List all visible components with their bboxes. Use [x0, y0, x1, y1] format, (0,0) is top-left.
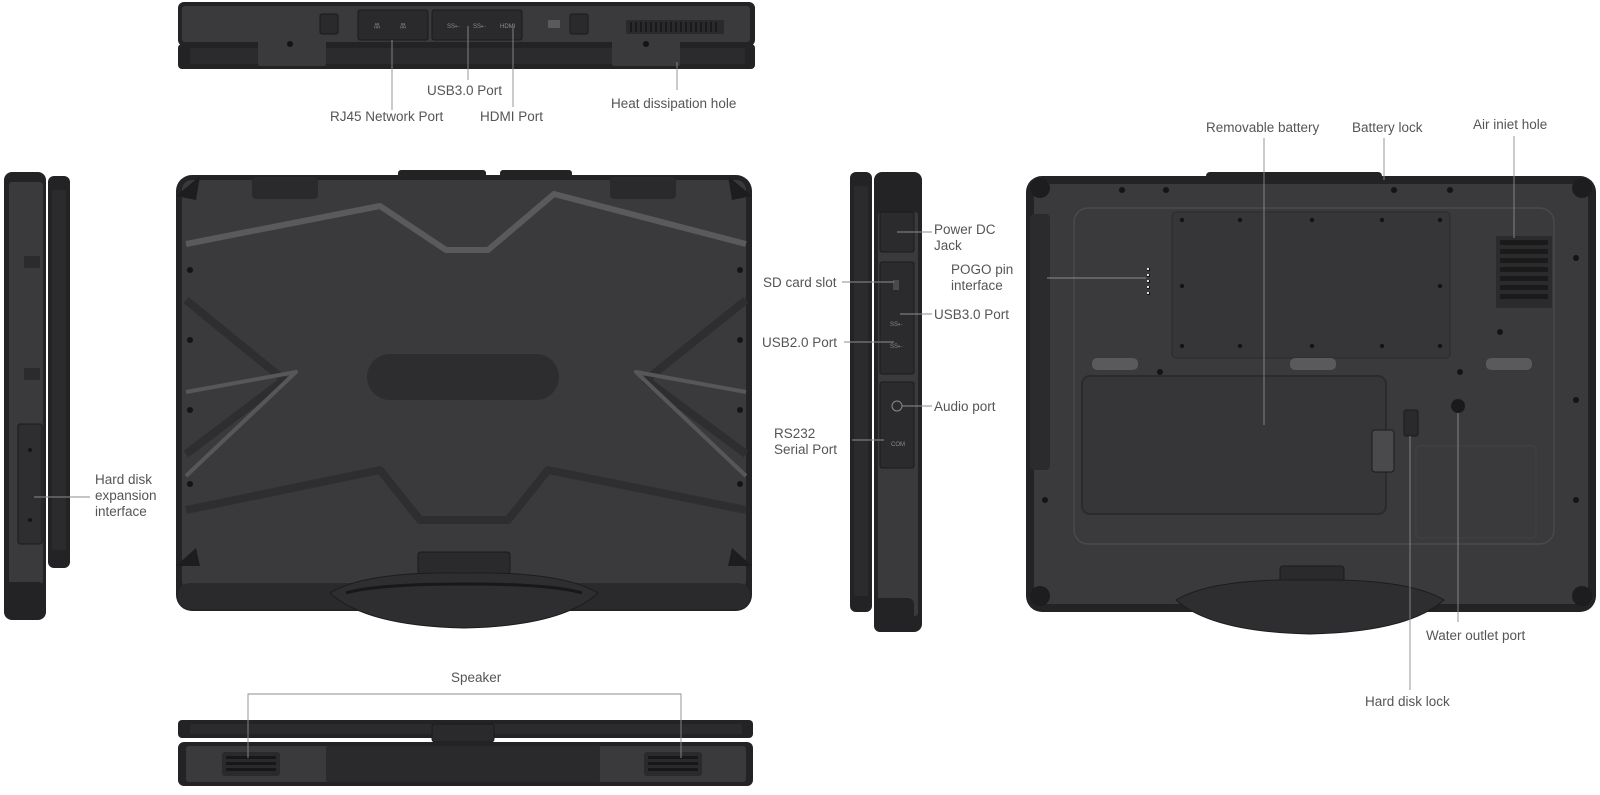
- label-power-dc-1: Power DC: [934, 222, 996, 237]
- sd-card-slot: [893, 280, 899, 290]
- lid-bumper-left: [252, 177, 318, 199]
- lid-handle-line: [345, 582, 583, 595]
- rear-screw-right: [643, 41, 649, 47]
- right-side-lid-strip: [854, 186, 868, 596]
- lid-latch: [417, 551, 511, 575]
- bottom-label-area: [1415, 445, 1537, 539]
- bottom-foot-center: [1290, 358, 1336, 370]
- label-hdd-expansion-2: expansion: [95, 488, 157, 503]
- bottom-corners: [1030, 178, 1592, 606]
- label-audio: Audio port: [934, 399, 996, 414]
- label-battery-lock: Battery lock: [1352, 120, 1423, 135]
- lid-stripes: [183, 191, 749, 524]
- usb30-side-mark: SS⇠: [890, 322, 903, 328]
- label-power-dc-2: Jack: [934, 238, 962, 253]
- rear-cover: [319, 13, 339, 35]
- hdd-expansion-bay: [17, 423, 43, 545]
- label-pogo: POGO pin interface: [951, 262, 1017, 293]
- rear-switch: [548, 20, 560, 28]
- label-pogo-2: interface: [951, 278, 1003, 293]
- label-heat: Heat dissipation hole: [611, 96, 736, 111]
- rear-hinge-right: [612, 40, 680, 66]
- lid-bumper-right: [610, 177, 676, 199]
- rj45-icon-b: 品: [400, 23, 406, 30]
- label-hdd-expansion: Hard disk expansion interface: [95, 472, 160, 519]
- lid-corner-br: [728, 548, 752, 566]
- air-inlet-vent: [1496, 236, 1552, 308]
- left-side-foot: [6, 582, 44, 616]
- bottom-foot-left: [1092, 358, 1138, 370]
- label-hdmi: HDMI Port: [480, 109, 543, 124]
- label-power-dc: Power DC Jack: [934, 222, 999, 253]
- bottom-access-cover: [1171, 211, 1451, 359]
- label-water-outlet: Water outlet port: [1426, 628, 1526, 643]
- lid-top-view: [176, 170, 752, 629]
- usb-hdmi-ports: [431, 9, 523, 41]
- rj45-ports: [357, 9, 429, 41]
- rear-screw-left: [287, 41, 293, 47]
- heat-vent: [626, 20, 724, 34]
- battery-latch: [1371, 429, 1395, 473]
- audio-com-block: [879, 381, 915, 469]
- left-side-view: [4, 172, 90, 620]
- hdd-screw-b: [28, 518, 32, 522]
- label-sd-card: SD card slot: [763, 275, 837, 290]
- label-usb30-side: USB3.0 Port: [934, 307, 1009, 322]
- rj45-icon-a: 品: [374, 23, 380, 30]
- label-air-inlet: Air iniet hole: [1473, 117, 1547, 132]
- com-mark: COM: [891, 442, 905, 448]
- water-outlet: [1451, 399, 1465, 413]
- speaker-left: [222, 752, 280, 776]
- lid-corner-tr: [728, 176, 752, 200]
- rear-cover-b: [569, 13, 589, 35]
- rear-edge-view: 品 品 SS⇠ SS⇠ HDMI: [178, 2, 755, 110]
- label-usb20: USB2.0 Port: [762, 335, 837, 350]
- speaker-right: [644, 752, 702, 776]
- label-usb30-top: USB3.0 Port: [427, 83, 502, 98]
- bottom-handle: [1175, 579, 1445, 635]
- label-rj45: RJ45 Network Port: [330, 109, 444, 124]
- front-edge-view: [178, 693, 753, 786]
- sd-usb-block: [879, 261, 915, 375]
- bottom-view: [1026, 136, 1596, 690]
- lid-handle: [329, 572, 599, 629]
- right-side-foot: [874, 598, 914, 632]
- lid-center-badge: [367, 354, 559, 400]
- leader-speaker: [247, 693, 682, 758]
- label-hdd-expansion-1: Hard disk: [95, 472, 152, 487]
- hdd-lock: [1403, 409, 1419, 437]
- label-speaker: Speaker: [451, 670, 502, 685]
- rear-edge-lower-strip: [190, 48, 745, 64]
- left-side-lid-strip: [52, 190, 66, 550]
- pogo-pins-light: [1147, 268, 1149, 294]
- usb-mark-a: SS⇠: [447, 24, 460, 30]
- usb20-mark: SS⇠: [890, 344, 903, 350]
- bottom-inner-outline: [1073, 207, 1555, 545]
- front-handle-recess: [326, 746, 600, 782]
- label-hdd-lock: Hard disk lock: [1365, 694, 1450, 709]
- lid-corner-tl: [176, 176, 200, 200]
- label-removable-battery: Removable battery: [1206, 120, 1320, 135]
- hdmi-mark: HDMI: [500, 24, 516, 30]
- hdd-screw-a: [28, 448, 32, 452]
- removable-battery: [1081, 375, 1387, 515]
- label-rs232-2: Serial Port: [774, 442, 837, 457]
- right-side-view: SS⇠ SS⇠ COM: [842, 172, 932, 632]
- bottom-side-rail: [1030, 214, 1050, 470]
- front-latch: [431, 723, 495, 743]
- lid-corner-bl: [176, 548, 200, 566]
- left-side-latch-a: [24, 256, 40, 268]
- lid-screws: [187, 267, 743, 487]
- bottom-foot-right: [1486, 358, 1532, 370]
- label-rs232-1: RS232: [774, 426, 815, 441]
- label-rs232: RS232 Serial Port: [774, 426, 837, 457]
- usb-mark-b: SS⇠: [473, 24, 486, 30]
- label-hdd-expansion-3: interface: [95, 504, 147, 519]
- label-pogo-1: POGO pin: [951, 262, 1013, 277]
- left-side-latch-b: [24, 368, 40, 380]
- rear-hinge-left: [258, 40, 326, 66]
